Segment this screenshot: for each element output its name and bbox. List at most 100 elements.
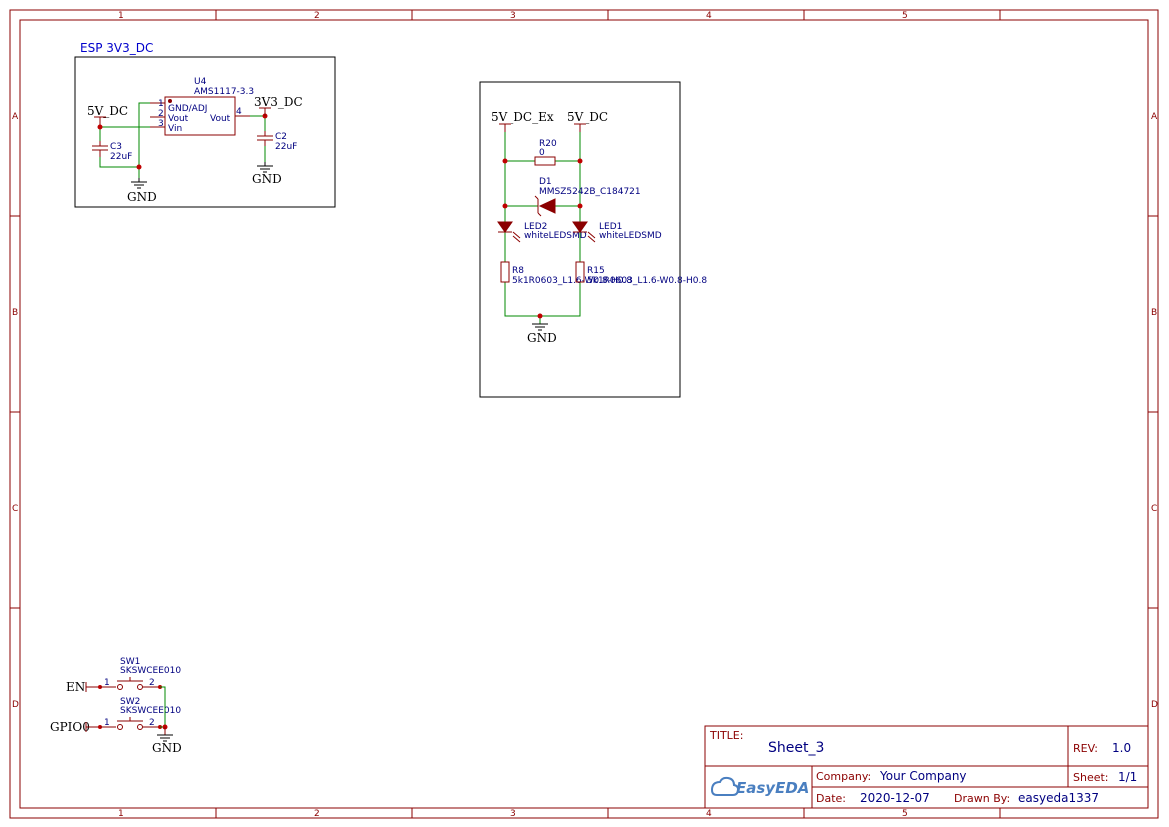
net-3v3-dc-out: 3V3_DC [254,95,303,109]
u4-body [164,96,236,136]
net-en: EN [66,680,85,694]
u4-pin2-num: 2 [158,109,164,119]
sw2-value: SKSWCEE010 [120,706,181,716]
sw1-pin2: 2 [149,678,155,688]
c3-value: 22uF [110,152,132,162]
row-label-b: B [12,308,18,318]
gnd-symbol-led: GND [527,323,557,345]
row-label-c: C [12,504,18,514]
led-block[interactable]: 5V_DC_Ex 5V_DC R20 0 [479,81,707,398]
date-label: Date: [816,792,846,805]
u4-ref: U4 [194,77,207,87]
sw1-switch[interactable]: SW1 SKSWCEE010 EN 1 2 [66,657,181,694]
r8-resistor[interactable]: R8 5k1R0603_L1.6-W0.8-H0.8 [500,261,632,286]
sw1-ref: SW1 [120,657,140,667]
gnd-symbol-c3: GND [127,178,157,204]
drawn-by-label: Drawn By: [954,792,1010,805]
net-gpio0: GPIO0 [50,720,90,734]
row-label-c-right: C [1151,504,1157,514]
drawn-by-value: easyeda1337 [1018,791,1099,805]
c3-capacitor[interactable]: C3 22uF [92,141,132,162]
sw2-pin2: 2 [149,718,155,728]
net-gnd-c3: GND [127,190,157,204]
led2-value: whiteLEDSMD [524,231,587,241]
easyeda-logo: EasyEDA [710,776,809,797]
net-gnd-sw: GND [152,741,182,755]
company-label: Company: [816,770,871,783]
power-block[interactable]: ESP 3V3_DC U4 AMS1117-3.3 1 GND/ADJ 2 Vo… [74,41,336,208]
led1-ref: LED1 [599,222,622,232]
sw2-ref: SW2 [120,697,140,707]
row-label-d: D [12,700,19,710]
switch-block[interactable]: SW1 SKSWCEE010 EN 1 2 SW2 SKSWCEE010 GPI… [50,657,182,755]
u4-pin3-name: Vin [168,124,182,134]
u4-pin2-name: Vout [168,114,189,124]
r15-value: 5k1R0603_L1.6-W0.8-H0.8 [587,276,707,286]
row-label-d-right: D [1151,700,1158,710]
c3-ref: C3 [110,142,122,152]
title-value: Sheet_3 [768,740,824,756]
col-label-2: 2 [314,11,320,21]
sw2-switch[interactable]: SW2 SKSWCEE010 GPIO0 1 2 [50,697,181,734]
col-label-5-bottom: 5 [902,809,908,819]
col-label-1-bottom: 1 [118,809,124,819]
gnd-symbol-sw: GND [152,734,182,755]
c2-value: 22uF [275,142,297,152]
led-block-box [479,81,681,398]
col-label-3-bottom: 3 [510,809,516,819]
sheet-label: Sheet: [1073,771,1109,784]
power-block-box [74,56,336,208]
u4-regulator[interactable]: U4 AMS1117-3.3 1 GND/ADJ 2 Vout 3 Vin 4 … [150,77,254,136]
u4-pin1-marker [168,99,172,103]
sheet-frame: 1 2 3 4 5 1 2 3 4 5 A B C D A B C D [9,9,1159,819]
r8-ref: R8 [512,266,524,276]
gnd-symbol-c2: GND [252,162,282,186]
led1-value: whiteLEDSMD [599,231,662,241]
net-5v-dc-ex: 5V_DC_Ex [491,110,554,124]
col-label-3: 3 [510,11,516,21]
row-label-b-right: B [1151,308,1157,318]
sw1-pin1: 1 [104,678,110,688]
date-value: 2020-12-07 [860,791,930,805]
rev-value: 1.0 [1112,741,1131,755]
sheet-value: 1/1 [1118,770,1137,784]
led1-diode[interactable]: LED1 whiteLEDSMD [572,221,662,243]
r20-value: 0 [539,148,545,158]
led2-diode[interactable]: LED2 whiteLEDSMD [497,221,587,243]
rev-label: REV: [1073,742,1098,755]
row-label-a-right: A [1151,112,1158,122]
title-label: TITLE: [709,729,743,742]
u4-pin4-num: 4 [236,107,242,117]
net-5v-dc: 5V_DC [567,110,608,124]
col-label-5: 5 [902,11,908,21]
d1-zener-diode[interactable]: D1 MMSZ5242B_C184721 [534,177,641,217]
c2-capacitor[interactable]: C2 22uF [257,131,297,152]
sw1-value: SKSWCEE010 [120,666,181,676]
company-value: Your Company [879,769,967,783]
r15-ref: R15 [587,266,605,276]
net-gnd-c2: GND [252,172,282,186]
r15-resistor[interactable]: R15 5k1R0603_L1.6-W0.8-H0.8 [575,261,707,286]
u4-pin3-num: 3 [158,119,164,129]
title-block: TITLE: Sheet_3 REV: 1.0 EasyEDA Company:… [704,725,1149,809]
col-label-4: 4 [706,11,712,21]
led2-ref: LED2 [524,222,547,232]
sw2-pin1: 1 [104,718,110,728]
u4-pin1-num: 1 [158,99,164,109]
net-5v-dc-in: 5V_DC [87,104,128,118]
r20-resistor[interactable]: R20 0 [534,139,557,166]
r20-ref: R20 [539,139,557,149]
d1-ref: D1 [539,177,552,187]
u4-value: AMS1117-3.3 [194,87,254,97]
u4-pin1-name: GND/ADJ [168,104,207,114]
col-label-1: 1 [118,11,124,21]
net-gnd-led: GND [527,331,557,345]
row-label-a: A [12,112,19,122]
col-label-4-bottom: 4 [706,809,712,819]
logo-text: EasyEDA [736,779,809,797]
r8-value: 5k1R0603_L1.6-W0.8-H0.8 [512,276,632,286]
d1-value: MMSZ5242B_C184721 [539,187,641,197]
power-block-title: ESP 3V3_DC [80,41,153,55]
c2-ref: C2 [275,132,287,142]
